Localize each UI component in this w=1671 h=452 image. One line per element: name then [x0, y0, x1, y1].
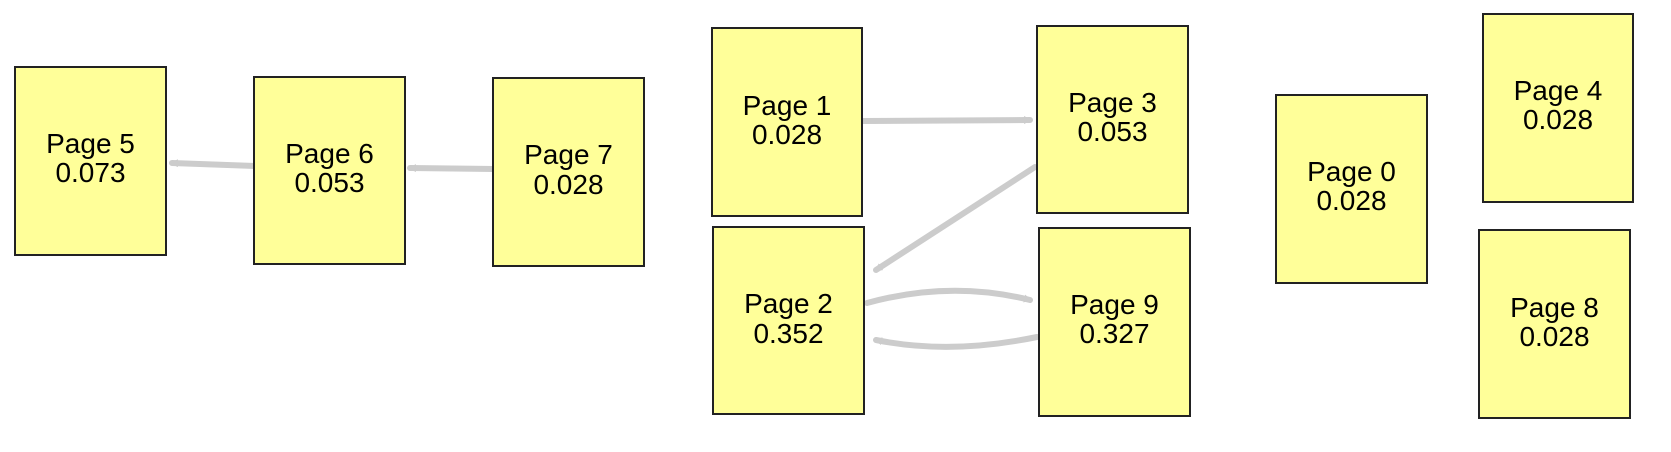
node-score: 0.053	[294, 167, 364, 198]
node-page-7: Page 7 0.028	[492, 77, 645, 267]
node-page-9: Page 9 0.327	[1038, 227, 1191, 417]
node-score: 0.073	[55, 157, 125, 188]
edge-page6-to-page5	[169, 159, 259, 169]
node-page-3: Page 3 0.053	[1036, 25, 1189, 214]
node-page-1: Page 1 0.028	[711, 27, 863, 217]
node-page-5: Page 5 0.073	[14, 66, 167, 256]
edges	[169, 116, 1040, 350]
node-page-0: Page 0 0.028	[1275, 94, 1428, 284]
edge-page2-to-page9	[864, 287, 1033, 306]
edge-page7-to-page6	[407, 164, 497, 173]
node-score: 0.028	[1519, 321, 1589, 352]
node-label: Page 1	[743, 90, 832, 121]
node-label: Page 4	[1514, 75, 1603, 106]
node-score: 0.028	[1316, 185, 1386, 216]
node-page-4: Page 4 0.028	[1482, 13, 1634, 203]
edge-page1-to-page3	[860, 116, 1033, 125]
node-label: Page 0	[1307, 156, 1396, 187]
node-label: Page 5	[46, 128, 135, 159]
node-score: 0.028	[752, 119, 822, 150]
node-label: Page 7	[524, 139, 613, 170]
node-score: 0.327	[1079, 318, 1149, 349]
node-page-6: Page 6 0.053	[253, 76, 406, 265]
node-label: Page 2	[744, 288, 833, 319]
node-score: 0.028	[1523, 104, 1593, 135]
node-page-2: Page 2 0.352	[712, 226, 865, 415]
edge-page9-to-page2	[873, 334, 1040, 350]
node-score: 0.053	[1077, 116, 1147, 147]
node-label: Page 8	[1510, 292, 1599, 323]
edge-page3-to-page2	[873, 164, 1038, 273]
node-score: 0.352	[753, 318, 823, 349]
node-label: Page 3	[1068, 87, 1157, 118]
node-label: Page 6	[285, 138, 374, 169]
node-label: Page 9	[1070, 289, 1159, 320]
node-page-8: Page 8 0.028	[1478, 229, 1631, 419]
node-score: 0.028	[533, 169, 603, 200]
